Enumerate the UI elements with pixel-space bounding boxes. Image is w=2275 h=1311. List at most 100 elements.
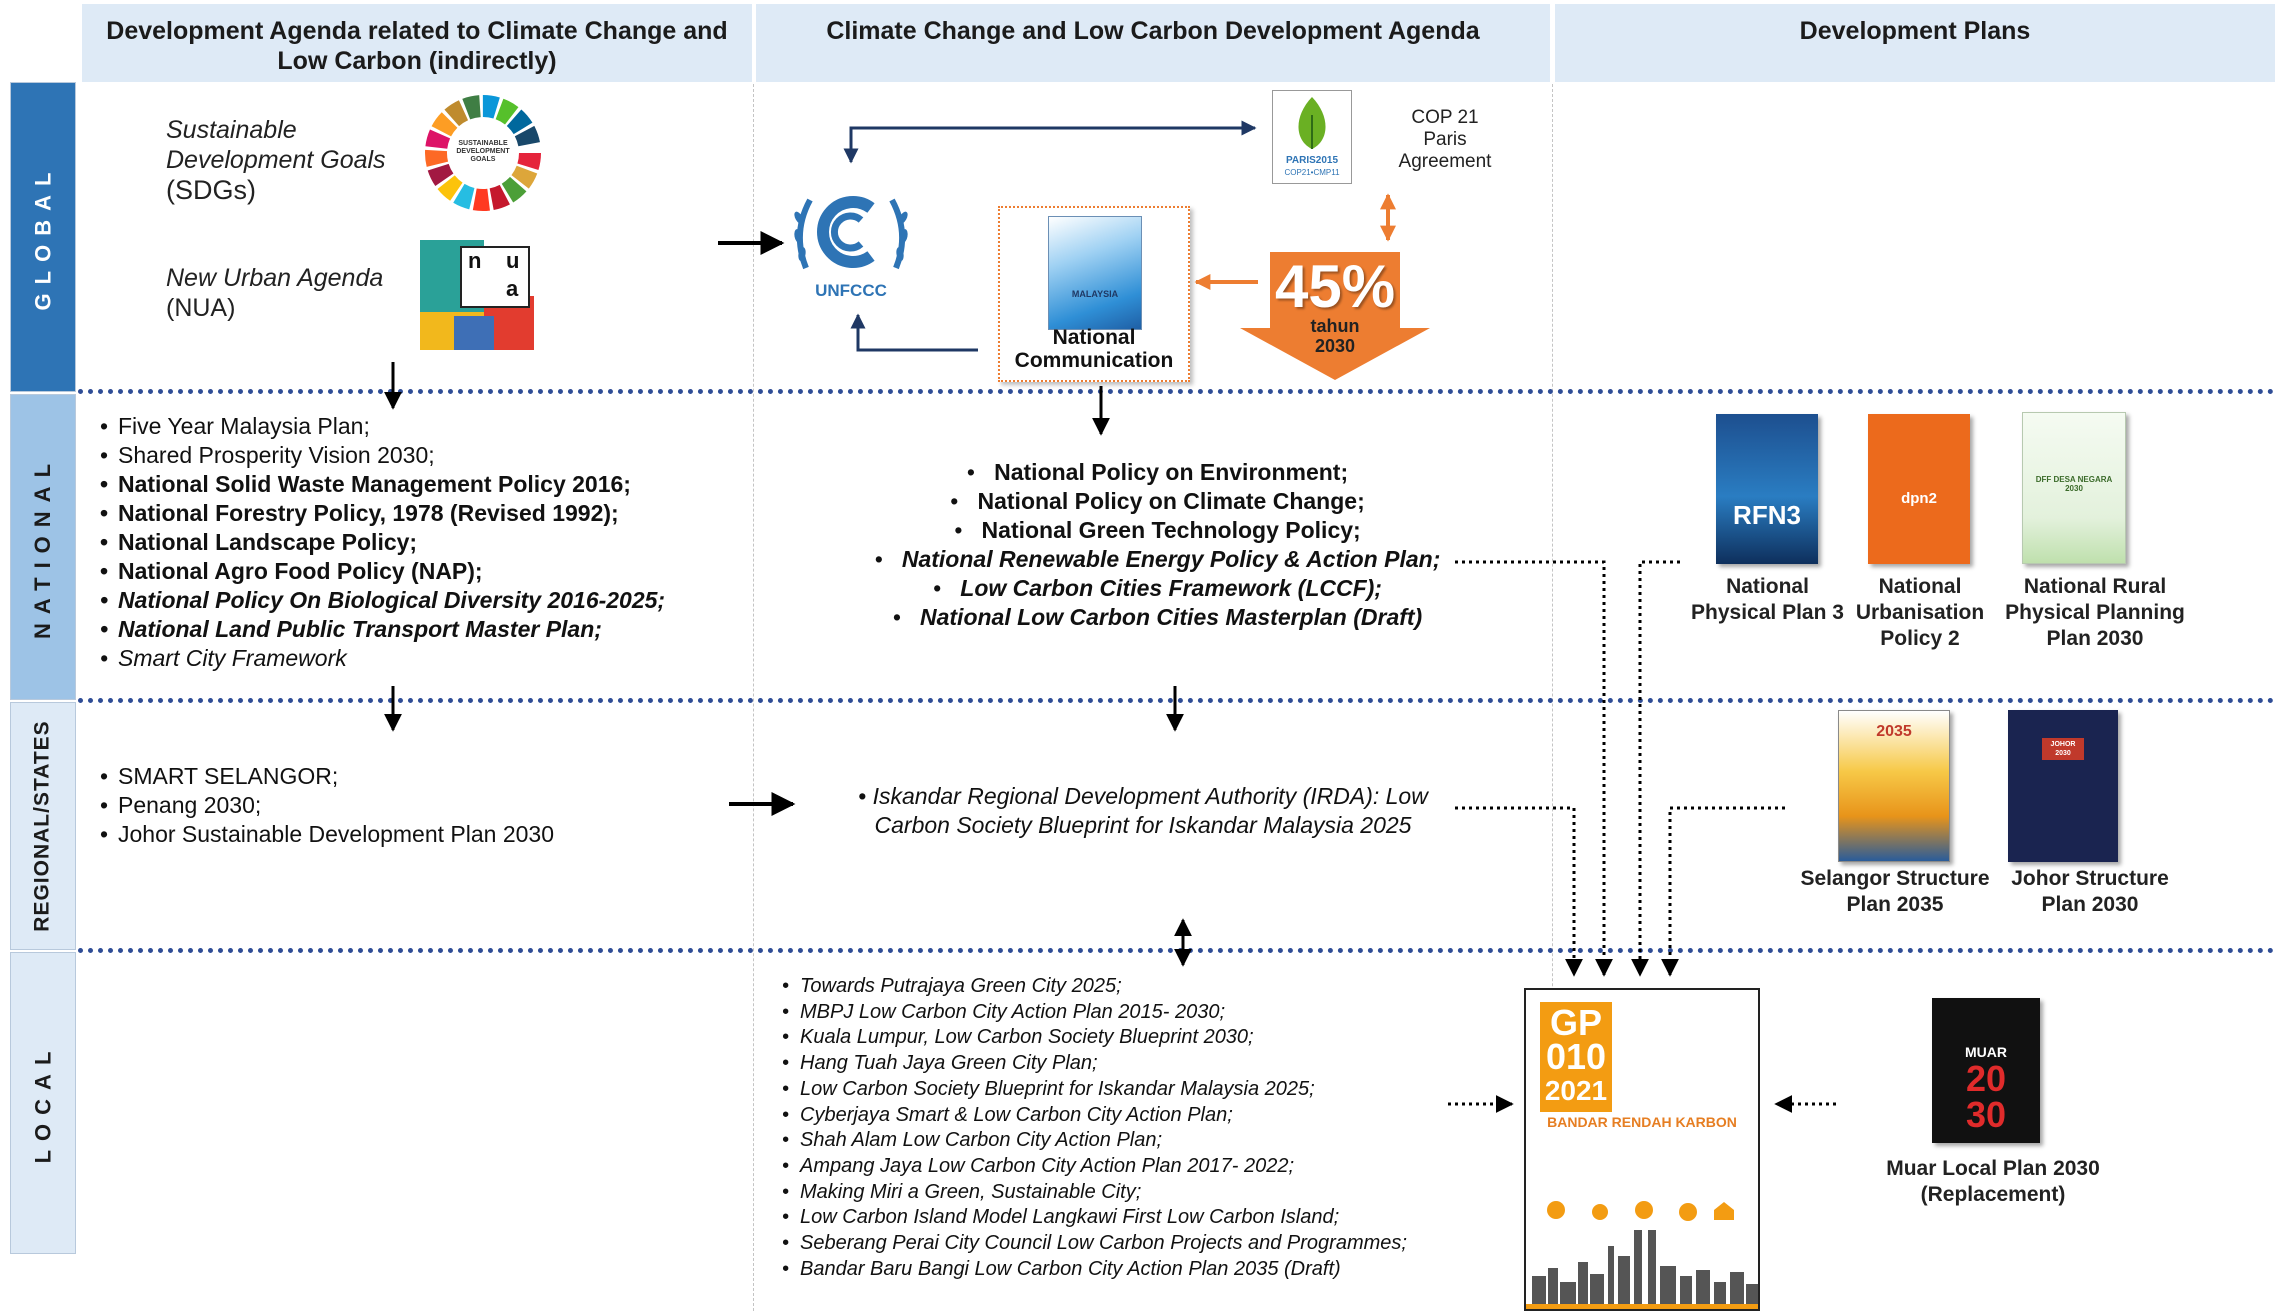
- local-list-item: Bandar Baru Bangi Low Carbon City Action…: [782, 1257, 1442, 1283]
- paris2015-subtext: COP21•CMP11: [1284, 168, 1340, 177]
- header-col2-text: Climate Change and Low Carbon Developmen…: [826, 17, 1480, 45]
- nua-label-line1: New Urban Agenda: [166, 264, 384, 292]
- book-selangor-cover-text: 2035: [1876, 723, 1912, 740]
- book-johor-cover-text: JOHOR 2030: [2042, 738, 2084, 760]
- paris2015-logo: PARIS2015 COP21•CMP11: [1272, 90, 1352, 184]
- target-45-sub1: tahun: [1310, 316, 1360, 336]
- arrow-unfccc-to-cop: [843, 120, 1257, 164]
- book-selangor: 2035: [1838, 710, 1950, 862]
- local-list-item: Shah Alam Low Carbon City Action Plan;: [782, 1128, 1442, 1154]
- column-divider-2: [1552, 84, 1553, 1311]
- regional-left-item: Penang 2030;: [100, 791, 720, 820]
- book-rfn3: RFN3: [1716, 414, 1818, 564]
- national-center-list: National Policy on Environment; National…: [790, 458, 1525, 632]
- national-left-list: Five Year Malaysia Plan; Shared Prosperi…: [100, 412, 740, 673]
- nua-letter-a: a: [506, 276, 519, 301]
- sdg-label-line2: Development Goals: [166, 146, 386, 174]
- cop21-label: COP 21 Paris Agreement: [1380, 107, 1510, 173]
- sdg-label-line1: Sustainable: [166, 116, 297, 144]
- book-johor: JOHOR 2030: [2008, 710, 2118, 862]
- book-rfn3-caption: National Physical Plan 3: [1691, 575, 1844, 624]
- gp010-icons-row: [1547, 1201, 1734, 1221]
- regional-left-item: Johor Sustainable Development Plan 2030: [100, 820, 720, 849]
- book-rfn3-cover-text: RFN3: [1733, 500, 1801, 530]
- book-johor-caption: Johor Structure Plan 2030: [2011, 867, 2169, 916]
- regional-left-item: SMART SELANGOR;: [100, 762, 720, 791]
- dotted-connector-regional-1: [1455, 806, 1583, 977]
- book-dpn2-cover-text: dpn2: [1901, 490, 1937, 507]
- book-dff-desa: DFF DESA NEGARA 2030: [2022, 412, 2126, 564]
- header-col1: Development Agenda related to Climate Ch…: [82, 4, 752, 82]
- national-communication-box: MALAYSIA National Communication: [998, 206, 1190, 382]
- muar-year2: 30: [1965, 1094, 2007, 1135]
- nua-logo-box: [460, 246, 530, 308]
- book-dpn2: dpn2: [1868, 414, 1970, 564]
- regional-left-list: SMART SELANGOR; Penang 2030; Johor Susta…: [100, 762, 720, 849]
- book-muar: MUAR 20 30: [1932, 998, 2040, 1143]
- national-communication-book-title: MALAYSIA: [1071, 289, 1119, 299]
- national-center-item: National Policy on Environment;: [790, 458, 1525, 487]
- local-list-item: Low Carbon Society Blueprint for Iskanda…: [782, 1077, 1442, 1103]
- national-communication-book: MALAYSIA: [1048, 216, 1142, 330]
- national-left-item: Shared Prosperity Vision 2030;: [100, 441, 740, 470]
- sdg-logo-text: SUSTAINABLE DEVELOPMENT GOALS: [456, 140, 510, 163]
- national-left-item: Five Year Malaysia Plan;: [100, 412, 740, 441]
- national-communication-line2: Communication: [1014, 349, 1174, 372]
- leaf-icon: [1298, 97, 1326, 149]
- national-center-item: National Policy on Climate Change;: [790, 487, 1525, 516]
- unfccc-emblem-icon: [794, 196, 908, 270]
- national-left-item: National Agro Food Policy (NAP);: [100, 557, 740, 586]
- national-communication-label: National Communication: [1000, 326, 1188, 372]
- dotted-connector-national-2: [1631, 560, 1680, 977]
- sdg-label-line3: (SDGs): [166, 175, 256, 205]
- row-label-regional: REGIONAL/STATES: [10, 702, 76, 950]
- book-selangor-caption: Selangor Structure Plan 2035: [1800, 867, 1990, 916]
- sdg-logo: SUSTAINABLE DEVELOPMENT GOALS: [424, 94, 542, 212]
- national-left-item: National Forestry Policy, 1978 (Revised …: [100, 499, 740, 528]
- national-left-item: Smart City Framework: [100, 644, 740, 673]
- national-communication-line1: National: [1052, 326, 1136, 349]
- local-list: Towards Putrajaya Green City 2025; MBPJ …: [782, 974, 1442, 1282]
- national-left-item: National Solid Waste Management Policy 2…: [100, 470, 740, 499]
- paris2015-text: PARIS2015: [1285, 155, 1339, 166]
- local-list-item: Seberang Perai City Council Low Carbon P…: [782, 1231, 1442, 1257]
- row-separator-1: [78, 389, 2275, 394]
- national-left-item: National Policy On Biological Diversity …: [100, 586, 740, 615]
- local-list-item: Low Carbon Island Model Langkawi First L…: [782, 1205, 1442, 1231]
- local-list-item: Hang Tuah Jaya Green City Plan;: [782, 1051, 1442, 1077]
- national-left-item: National Land Public Transport Master Pl…: [100, 615, 740, 644]
- local-list-item: Kuala Lumpur, Low Carbon Society Bluepri…: [782, 1025, 1442, 1051]
- header-col1-text: Development Agenda related to Climate Ch…: [106, 17, 728, 75]
- unfccc-logo: UNFCCC: [786, 178, 916, 308]
- book-muar-caption: Muar Local Plan 2030 (Replacement): [1886, 1157, 2100, 1206]
- unfccc-label: UNFCCC: [815, 281, 887, 300]
- row-label-local: LOCAL: [10, 952, 76, 1254]
- national-center-item: National Renewable Energy Policy & Actio…: [790, 545, 1525, 574]
- local-list-item: Ampang Jaya Low Carbon City Action Plan …: [782, 1154, 1442, 1180]
- row-label-national: NATIONAL: [10, 394, 76, 700]
- muar-year1: 20: [1965, 1058, 2007, 1099]
- gp010-line2: 010: [1545, 1036, 1607, 1077]
- gp010-title: GP 010 2021: [1540, 1002, 1612, 1112]
- national-center-item: Low Carbon Cities Framework (LCCF);: [790, 574, 1525, 603]
- nua-logo-blue: [454, 316, 494, 350]
- header-col3-text: Development Plans: [1799, 17, 2031, 45]
- nua-letter-n: n: [468, 248, 482, 273]
- sdg-label: Sustainable Development Goals (SDGs): [166, 115, 386, 205]
- gp010-subtitle: BANDAR RENDAH KARBON: [1547, 1114, 1737, 1130]
- local-list-item: Making Miri a Green, Sustainable City;: [782, 1180, 1442, 1206]
- header-col3: Development Plans: [1555, 4, 2275, 82]
- local-list-item: Cyberjaya Smart & Low Carbon City Action…: [782, 1103, 1442, 1129]
- national-left-item: National Landscape Policy;: [100, 528, 740, 557]
- header-col2: Climate Change and Low Carbon Developmen…: [756, 4, 1550, 82]
- book-dff-desa-caption: National Rural Physical Planning Plan 20…: [2005, 575, 2185, 650]
- column-divider-1: [753, 84, 754, 1311]
- nua-label-line2: (NUA): [166, 294, 236, 322]
- nua-label: New Urban Agenda (NUA): [166, 263, 383, 323]
- cop21-label-line1: COP 21: [1411, 107, 1479, 128]
- national-center-item: National Low Carbon Cities Masterplan (D…: [790, 603, 1525, 632]
- dotted-connector-regional-2: [1661, 806, 1785, 977]
- nua-letter-u: u: [506, 248, 520, 273]
- regional-center-text: • Iskandar Regional Development Authorit…: [858, 783, 1428, 838]
- nua-logo: n u a: [420, 240, 534, 350]
